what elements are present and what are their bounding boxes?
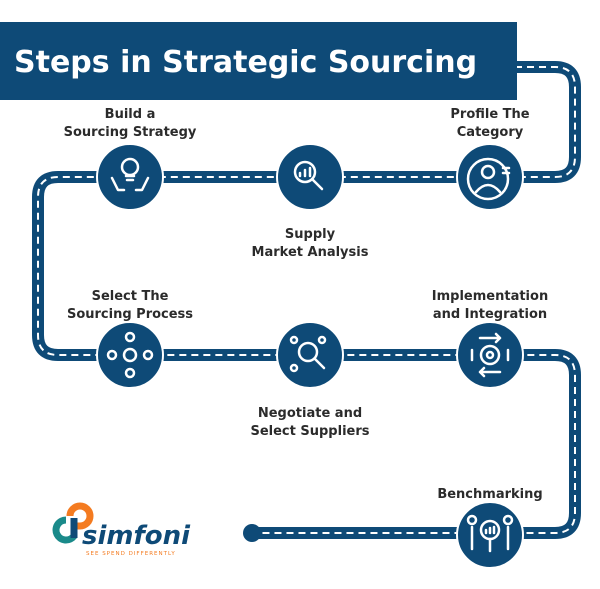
step-benchmarking: Benchmarking <box>437 487 543 569</box>
step-label: Select The <box>92 289 169 304</box>
gear-arrows-icon <box>470 332 510 378</box>
step-label: Profile The <box>450 107 529 122</box>
lightbulb-hands-icon <box>110 157 150 192</box>
step-label: Sourcing Process <box>67 307 193 322</box>
benchmark-people-icon <box>466 514 514 553</box>
step-build-strategy: Build a Sourcing Strategy <box>64 107 197 211</box>
step-label: Build a <box>105 107 156 122</box>
step-profile-category: Profile The Category <box>450 107 530 211</box>
step-label: Select Suppliers <box>250 424 369 439</box>
simfoni-logo: simfoni SEE SPEND DIFFERENTLY <box>52 502 191 557</box>
step-implementation-integration: Implementation and Integration <box>432 289 548 389</box>
step-supply-market-analysis: Supply Market Analysis <box>252 143 369 260</box>
user-profile-icon <box>466 157 511 201</box>
path-end-dot <box>243 524 261 542</box>
step-label: Market Analysis <box>252 245 369 260</box>
roadmap-dashes <box>37 66 576 534</box>
step-select-sourcing-process: Select The Sourcing Process <box>67 289 193 389</box>
step-negotiate-select-suppliers: Negotiate and Select Suppliers <box>250 321 370 439</box>
step-label: Benchmarking <box>437 487 542 502</box>
magnifier-chart-icon <box>293 160 324 191</box>
people-search-icon <box>289 335 327 373</box>
logo-wordmark: simfoni <box>82 521 191 551</box>
logo-tagline: SEE SPEND DIFFERENTLY <box>86 551 176 557</box>
step-label: Negotiate and <box>258 406 362 421</box>
step-label: Category <box>457 125 524 140</box>
step-label: and Integration <box>433 307 547 322</box>
step-label: Implementation <box>432 289 548 304</box>
process-network-icon <box>106 331 154 379</box>
step-label: Sourcing Strategy <box>64 125 197 140</box>
step-label: Supply <box>285 227 336 242</box>
title-banner <box>0 22 517 100</box>
page-title: Steps in Strategic Sourcing <box>14 45 477 80</box>
